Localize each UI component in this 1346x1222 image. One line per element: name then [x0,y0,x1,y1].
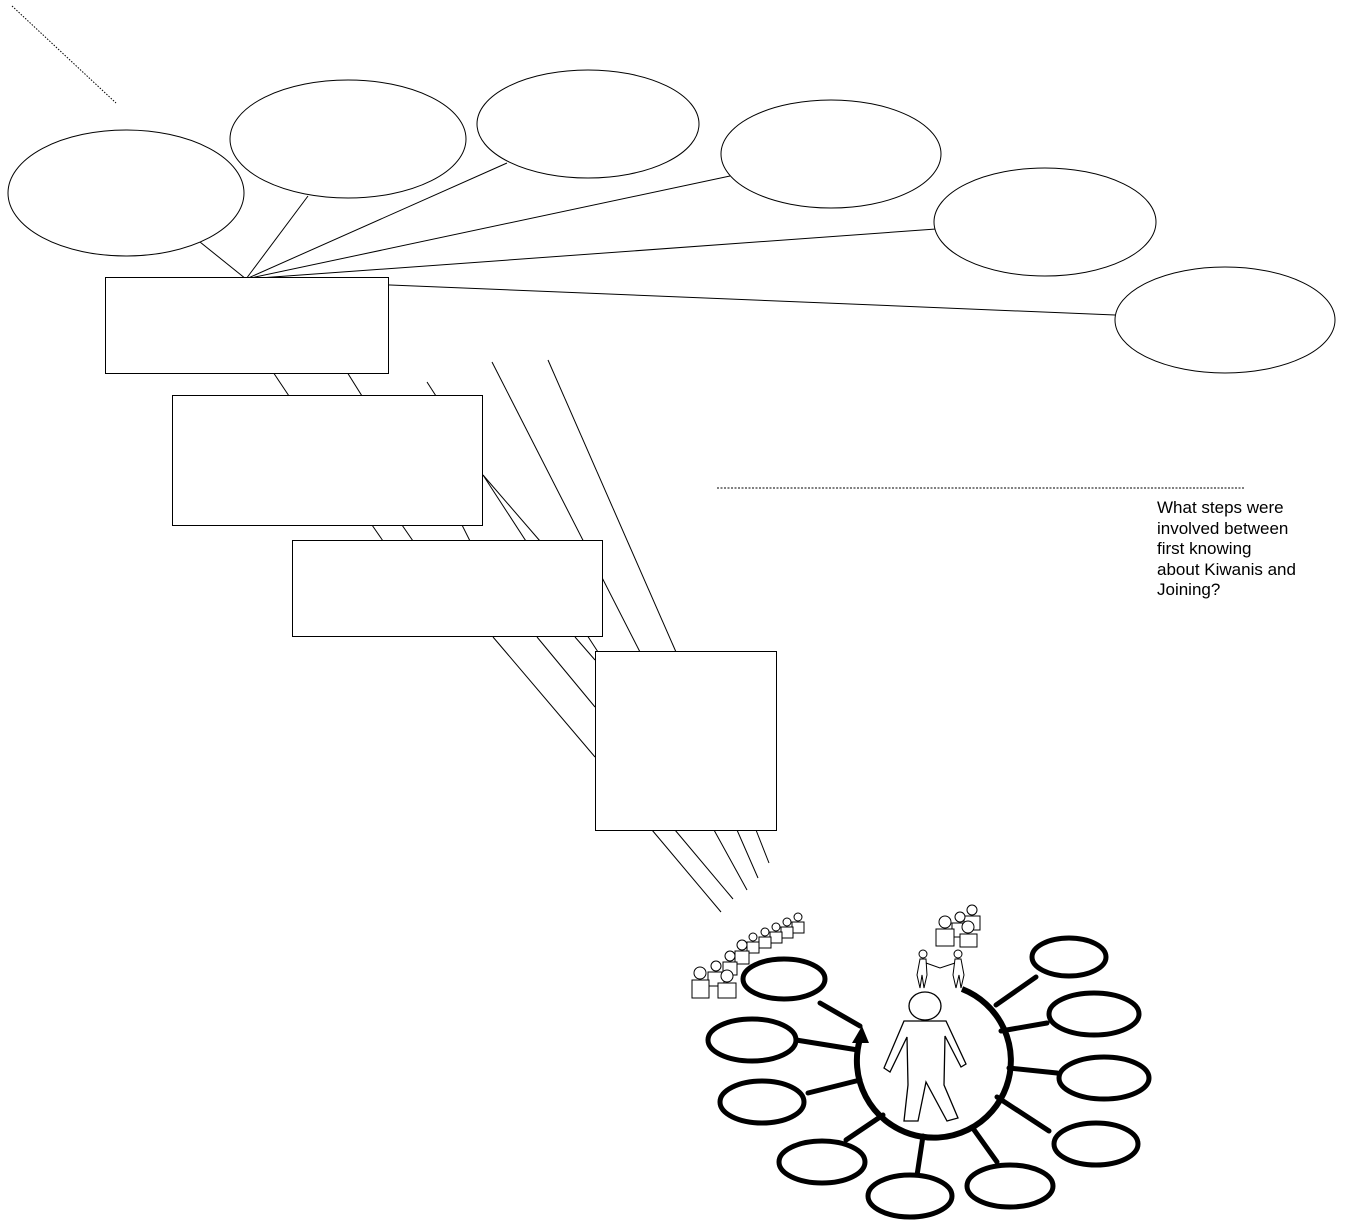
step-box-4 [595,651,777,831]
person-icon [883,991,967,1122]
circle-oval-4 [776,1138,868,1186]
people-group-icon [691,912,805,999]
people-group-icon [935,904,981,948]
circle-oval-8 [1056,1054,1152,1102]
circle-oval-7 [1051,1120,1141,1168]
oval-2 [229,79,467,199]
step-boxes [105,277,777,831]
step-box-3 [292,540,603,637]
top-ovals [7,69,1336,374]
oval-6 [1114,266,1336,374]
circle-oval-10 [1029,935,1109,979]
question-text: What steps were involved between first k… [1157,498,1296,599]
member-circle-graphic [691,904,1152,1220]
oval-4 [720,99,942,209]
oval-3 [476,69,700,179]
oval-1 [7,129,245,257]
step-box-1 [105,277,389,374]
handshake-icon [916,949,965,989]
step-box-2 [172,395,483,526]
circle-oval-3 [717,1078,807,1126]
dotted-diagonal-line [11,5,117,104]
arrow-head-icon [852,1026,869,1043]
circle-oval-1 [740,956,828,1002]
circle-oval-6 [964,1162,1056,1210]
circle-oval-5 [865,1172,955,1220]
circle-oval-2 [705,1016,799,1064]
oval-connectors [194,162,1116,316]
oval-5 [933,167,1157,277]
circle-oval-9 [1046,990,1142,1038]
